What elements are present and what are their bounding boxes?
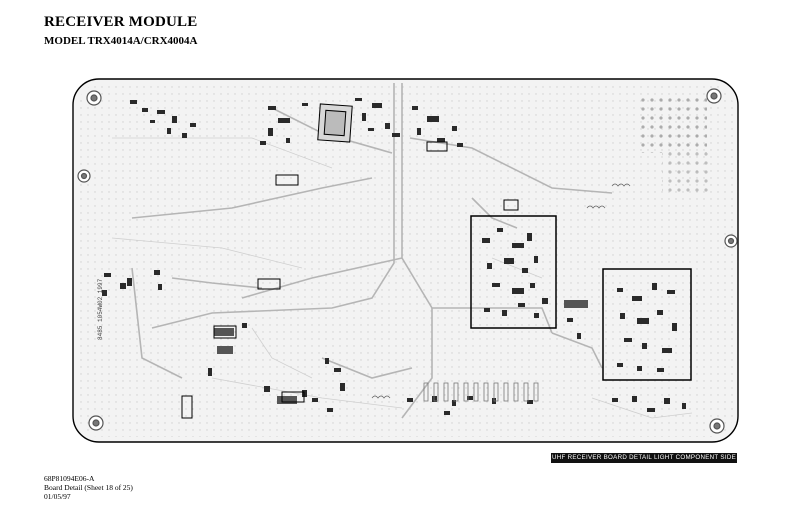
document-footer: 68P81094E06-A Board Detail (Sheet 18 of … [44,474,133,501]
shield-can-left [470,215,557,329]
board-caption: UHF RECEIVER BOARD DETAIL LIGHT COMPONEN… [551,453,737,463]
model-subtitle: MODEL TRX4014A/CRX4004A [44,35,198,47]
connector-pads [423,382,539,402]
sheet-label: Board Detail (Sheet 18 of 25) [44,483,133,492]
ic-qfp [317,103,353,143]
copper-traces [131,83,613,419]
silkscreen-part-number: 8485 1054W02 1997 [97,278,104,340]
shield-can-right [602,268,692,381]
mounting-holes [77,88,738,434]
page-title: RECEIVER MODULE [44,14,198,30]
doc-number: 68P81094E06-A [44,474,95,483]
circuit-board-diagram [72,78,739,443]
doc-date: 01/05/97 [44,492,71,501]
